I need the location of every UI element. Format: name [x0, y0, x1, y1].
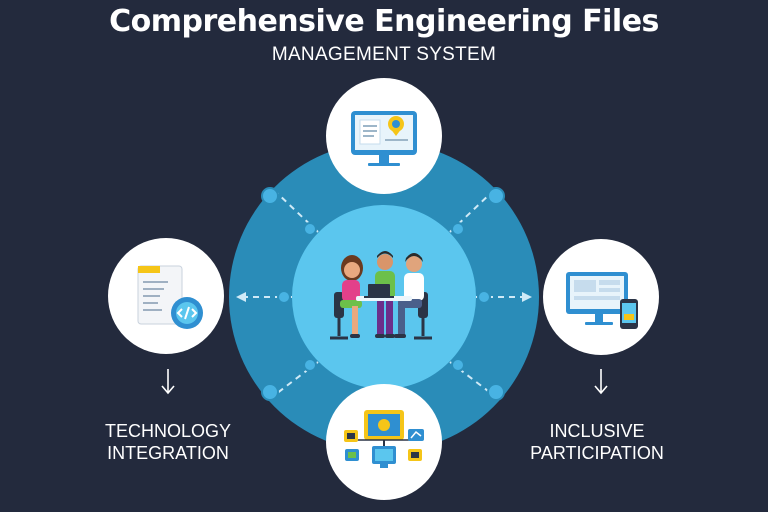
label-left-line2: INTEGRATION	[107, 443, 229, 463]
top-node[interactable]	[326, 78, 442, 194]
label-left-line1: TECHNOLOGY	[104, 421, 232, 441]
code-document-icon	[137, 265, 203, 329]
team-meeting-icon	[330, 251, 432, 340]
label-inclusive-participation: INCLUSIVE PARTICIPATION	[497, 420, 697, 464]
label-technology-integration: TECHNOLOGY INTEGRATION	[68, 420, 268, 464]
page-title: Comprehensive Engineering Files	[109, 4, 659, 39]
node-dots	[261, 187, 505, 401]
right-node[interactable]	[543, 239, 659, 355]
connectors	[242, 191, 526, 395]
monitor-document-icon	[351, 111, 417, 166]
network-devices-icon	[344, 410, 424, 468]
left-down-arrow-icon	[161, 369, 175, 395]
arrow-heads	[236, 292, 532, 302]
monitor-mobile-icon	[566, 272, 638, 329]
page-subtitle: MANAGEMENT SYSTEM	[271, 44, 497, 65]
right-down-arrow-icon	[594, 369, 608, 395]
label-right-line2: PARTICIPATION	[530, 443, 664, 463]
bottom-node[interactable]	[326, 384, 442, 500]
label-right-line1: INCLUSIVE	[549, 421, 645, 441]
left-node[interactable]	[108, 238, 224, 354]
